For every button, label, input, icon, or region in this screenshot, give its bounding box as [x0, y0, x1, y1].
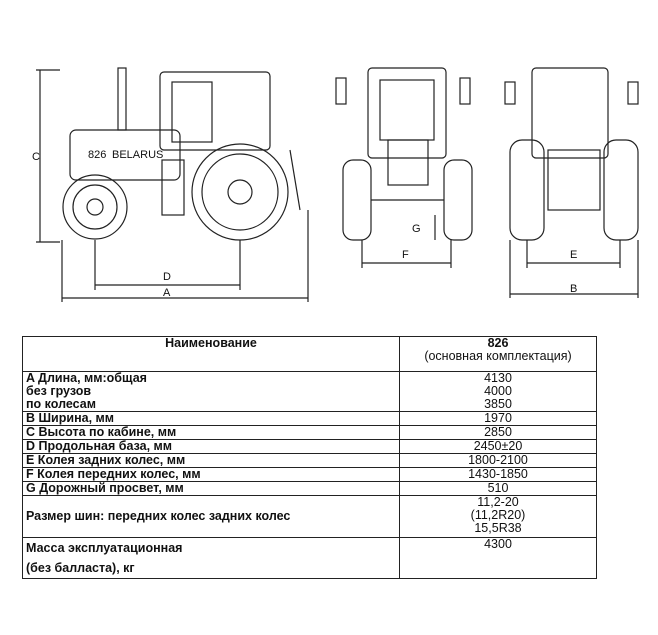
row-name: F Колея передних колес, мм — [22, 467, 400, 482]
header-model: 826(основная комплектация) — [399, 336, 597, 372]
value-line: 4130 — [484, 371, 512, 385]
table-row: E Колея задних колес, мм 1800-2100 — [22, 453, 597, 468]
table-row: Размер шин: передних колес задних колес 1… — [22, 495, 597, 538]
spec-table: Наименование 826(основная комплектация) … — [22, 336, 597, 579]
row-name: E Колея задних колес, мм — [22, 453, 400, 468]
name-line: Размер шин: передних колес задних колес — [26, 509, 291, 523]
value-line: 1970 — [484, 411, 512, 425]
model-badge: 826 — [88, 149, 106, 161]
name-line: E Колея задних колес, мм — [26, 453, 186, 467]
table-row: F Колея передних колес, мм 1430-1850 — [22, 467, 597, 482]
value-line: 2450±20 — [473, 439, 523, 453]
table-header-row: Наименование 826(основная комплектация) — [22, 336, 597, 372]
model-subtitle: (основная комплектация) — [424, 349, 572, 363]
row-name: Размер шин: передних колес задних колес — [22, 495, 400, 538]
dim-label-d: D — [163, 271, 171, 283]
tractor-side-view: BELARUS 826 — [62, 67, 301, 241]
row-value: 11,2-20(11,2R20)15,5R38 — [399, 495, 597, 538]
value-line: 510 — [487, 481, 509, 495]
dim-label-g: G — [412, 223, 421, 235]
row-value: 510 — [399, 481, 597, 496]
value-line: (11,2R20) — [470, 508, 526, 522]
row-name: Масса эксплуатационная (без балласта), кг — [22, 537, 400, 579]
dim-label-c: C — [32, 151, 40, 163]
table-row: G Дорожный просвет, мм 510 — [22, 481, 597, 496]
row-value: 2850 — [399, 425, 597, 440]
name-line: (без балласта), кг — [26, 561, 135, 575]
row-name: B Ширина, мм — [22, 411, 400, 426]
name-line: D Продольная база, мм — [26, 439, 173, 453]
value-line: 2850 — [484, 425, 512, 439]
tractor-rear-view — [504, 67, 639, 241]
dim-label-e: E — [570, 249, 577, 261]
row-value: 4300 — [399, 537, 597, 579]
name-line: B Ширина, мм — [26, 411, 115, 425]
row-name: G Дорожный просвет, мм — [22, 481, 400, 496]
row-value: 1800-2100 — [399, 453, 597, 468]
brand-logo-text: BELARUS — [112, 149, 163, 161]
name-line: C Высота по кабине, мм — [26, 425, 177, 439]
row-value: 1970 — [399, 411, 597, 426]
tractor-dimension-drawing: BELARUS 826 C D A F G E B — [32, 67, 639, 302]
row-name: D Продольная база, мм — [22, 439, 400, 454]
value-line: 1800-2100 — [468, 453, 528, 467]
name-line: F Колея передних колес, мм — [26, 467, 201, 481]
value-line: 1430-1850 — [468, 467, 528, 481]
table-row: B Ширина, мм 1970 — [22, 411, 597, 426]
tractor-front-view — [335, 67, 473, 241]
table-row: Масса эксплуатационная (без балласта), кг… — [22, 537, 597, 579]
row-value: 2450±20 — [399, 439, 597, 454]
table-row: C Высота по кабине, мм 2850 — [22, 425, 597, 440]
header-name: Наименование — [22, 336, 400, 372]
row-value: 1430-1850 — [399, 467, 597, 482]
name-line: Масса эксплуатационная — [26, 541, 183, 555]
model-number: 826 — [487, 336, 509, 350]
value-line: 11,2-20 — [477, 495, 519, 509]
name-line: A Длина, мм:общая — [26, 371, 147, 385]
value-line: 3850 — [484, 397, 512, 411]
name-line: по колесам — [26, 397, 96, 411]
name-line: G Дорожный просвет, мм — [26, 481, 184, 495]
value-line: 15,5R38 — [474, 521, 522, 535]
value-line: 4300 — [484, 537, 512, 551]
name-line: без грузов — [26, 384, 92, 398]
row-name: C Высота по кабине, мм — [22, 425, 400, 440]
dim-label-b: B — [570, 283, 577, 295]
dim-label-a: A — [163, 287, 171, 299]
dim-label-f: F — [402, 249, 409, 261]
value-line: 4000 — [484, 384, 512, 398]
table-row: D Продольная база, мм 2450±20 — [22, 439, 597, 454]
